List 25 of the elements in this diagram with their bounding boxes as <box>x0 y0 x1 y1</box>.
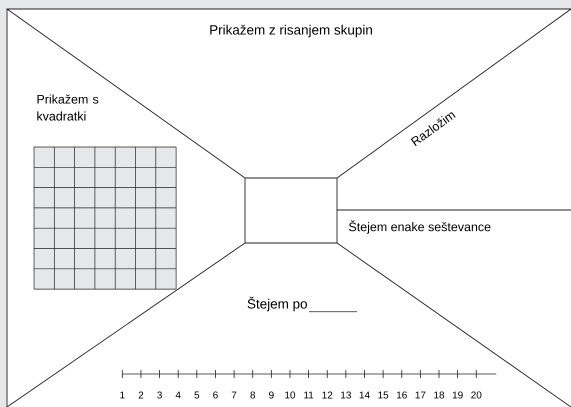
tick-number: 13 <box>341 391 351 399</box>
tick-number: 16 <box>396 391 407 399</box>
tick-number: 20 <box>471 391 482 399</box>
tick-number: 15 <box>378 392 388 398</box>
tick-number: 9 <box>269 391 274 399</box>
tick-number: 1 <box>120 392 125 398</box>
tick-number: 11 <box>304 392 314 398</box>
region-label: Prikažem s kvadratki <box>37 94 98 121</box>
region-label: Štejem po <box>248 296 307 312</box>
tick-number: 7 <box>232 392 236 398</box>
tick-number: 4 <box>176 392 181 398</box>
tick-number: 3 <box>157 391 162 399</box>
tick-number: 14 <box>360 392 370 398</box>
tick-number: 8 <box>250 391 256 399</box>
center-box <box>244 178 338 244</box>
tick-number: 10 <box>285 391 296 399</box>
tick-number: 2 <box>138 392 144 398</box>
tick-number: 12 <box>322 392 332 398</box>
tick-number: 18 <box>434 391 444 399</box>
tick-number: 6 <box>213 391 218 399</box>
tick-number: 19 <box>452 391 463 399</box>
tick-number: 5 <box>194 392 200 398</box>
tick-number: 17 <box>416 392 426 398</box>
region-label: Štejem enake seštevance <box>349 220 490 234</box>
title: Prikažem z risanjem skupin <box>210 24 372 38</box>
